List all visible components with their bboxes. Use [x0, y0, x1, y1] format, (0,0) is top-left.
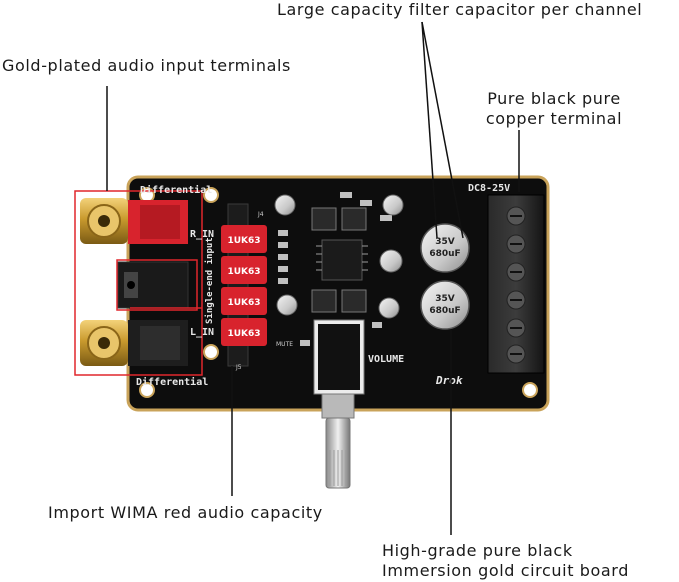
mount-hole-icon [139, 382, 155, 398]
inductor [341, 207, 367, 231]
wima-capacitors: 1UK63 1UK63 1UK63 1UK63 [221, 225, 267, 346]
cap-label: 680uF [429, 306, 460, 316]
inductor [311, 289, 337, 313]
silk-single-end: Single-end input [204, 237, 215, 324]
large-filter-capacitors: 35V 680uF 35V 680uF [420, 223, 470, 330]
volume-potentiometer [313, 319, 365, 489]
silk-mute: MUTE [276, 341, 293, 348]
silk-differential-bottom: Differential [136, 376, 208, 388]
smd-components [278, 192, 392, 346]
silk-j4: J4 [257, 211, 264, 218]
cap-label: 35V [435, 294, 455, 304]
power-terminal-block [487, 194, 545, 374]
brand-logo: Drok [435, 374, 463, 387]
amplifier-chip [321, 239, 363, 281]
rca-jack-bottom [80, 320, 188, 366]
callout-filter-capacitor: Large capacity filter capacitor per chan… [277, 0, 643, 19]
wima-label: 1UK63 [227, 236, 260, 246]
callout-input-terminals: Gold-plated audio input terminals [2, 56, 291, 75]
callout-board-2: Immersion gold circuit board [382, 561, 629, 580]
silk-dc-label: DC8-25V [468, 183, 510, 194]
rca-jack-top [80, 198, 188, 244]
inductor [311, 207, 337, 231]
mount-hole-icon [522, 382, 538, 398]
wima-label: 1UK63 [227, 329, 260, 339]
small-capacitors [274, 194, 404, 319]
silk-differential-top: Differential [140, 184, 212, 196]
wima-label: 1UK63 [227, 298, 260, 308]
wima-label: 1UK63 [227, 267, 260, 277]
aux-jack [117, 261, 189, 309]
cap-label: 680uF [429, 249, 460, 259]
callout-wima: Import WIMA red audio capacity [48, 503, 323, 522]
silk-j5: J5 [235, 364, 242, 371]
mount-hole-icon [203, 344, 219, 360]
callout-copper-terminal-1: Pure black pure [487, 89, 621, 108]
inductor [341, 289, 367, 313]
callout-board-1: High-grade pure black [382, 541, 573, 560]
silk-r-in: R_IN [190, 229, 214, 240]
mount-hole-icon [203, 187, 219, 203]
highlight-box-inputs [74, 190, 203, 376]
silk-volume: VOLUME [368, 354, 404, 365]
highlight-box-aux [116, 259, 198, 311]
callout-copper-terminal-2: copper terminal [485, 109, 623, 128]
leader-lines [106, 21, 520, 535]
cap-label: 35V [435, 237, 455, 247]
silk-l-in: L_IN [190, 327, 214, 338]
